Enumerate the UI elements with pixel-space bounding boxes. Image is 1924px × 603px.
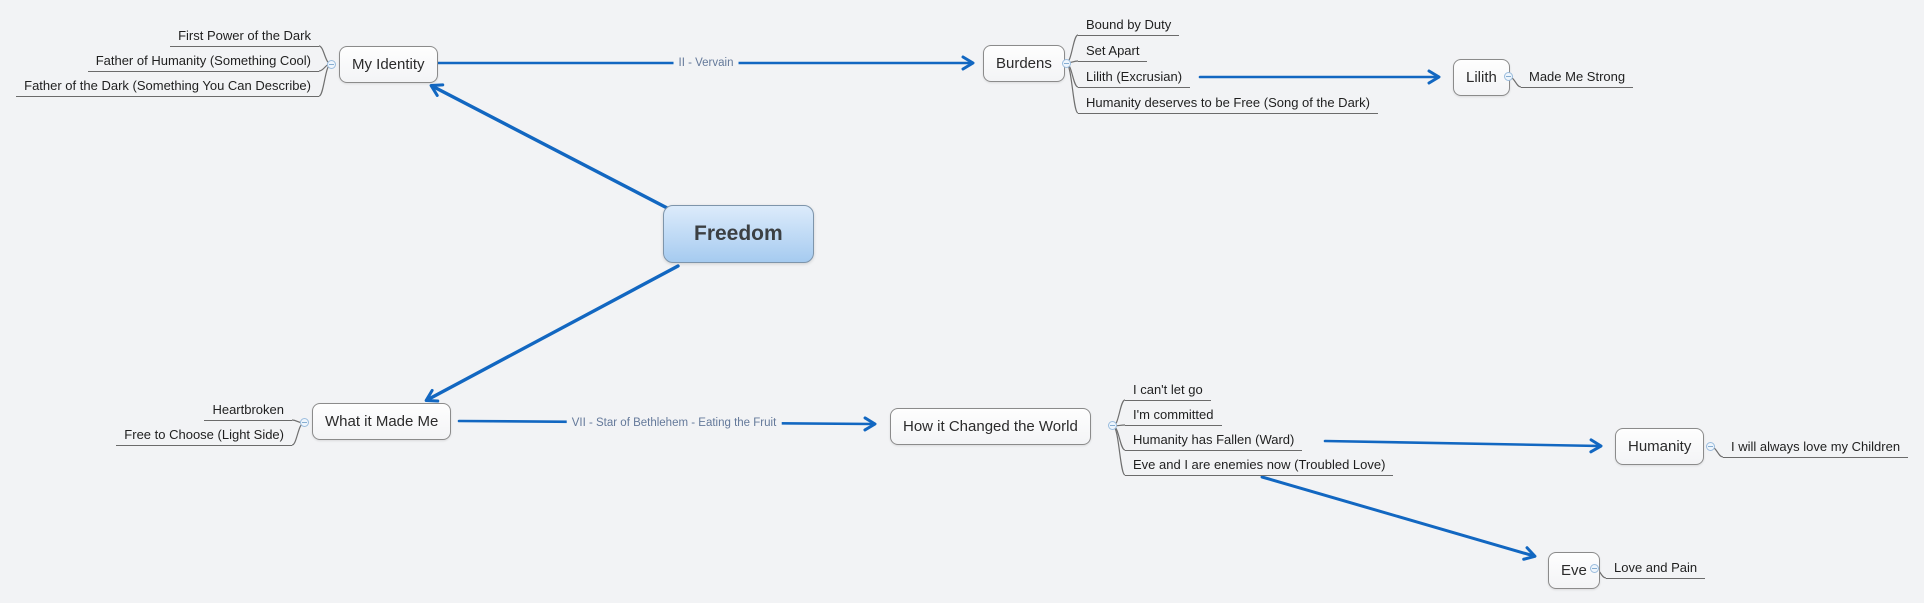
topic-my-identity[interactable]: My Identity (339, 46, 438, 83)
subtopic-made-me-strong[interactable]: Made Me Strong (1521, 67, 1634, 88)
subtopic-love-and-pain[interactable]: Love and Pain (1606, 558, 1706, 579)
collapse-handle-lilith[interactable] (1504, 72, 1513, 81)
subtopic-heartbroken[interactable]: Heartbroken (204, 400, 292, 421)
subtopic-im-committed[interactable]: I'm committed (1125, 405, 1222, 426)
topic-burdens[interactable]: Burdens (983, 45, 1065, 82)
subtopic-lilith-excrusian[interactable]: Lilith (Excrusian) (1078, 67, 1191, 88)
arrow-enemies-to-eve (1260, 475, 1537, 561)
collapse-handle-eve[interactable] (1590, 564, 1599, 573)
collapse-handle-what-it-made-me[interactable] (300, 418, 309, 427)
elbow-changed-child-4 (1112, 425, 1126, 476)
topic-humanity[interactable]: Humanity (1615, 428, 1705, 465)
subtopic-free-to-choose[interactable]: Free to Choose (Light Side) (116, 425, 292, 446)
subtopic-humanity-has-fallen[interactable]: Humanity has Fallen (Ward) (1125, 430, 1303, 451)
relationship-label-star-of-bethlehem[interactable]: VII - Star of Bethlehem - Eating the Fru… (566, 417, 782, 429)
elbow-burdens-child-4 (1065, 62, 1079, 114)
arrow-freedom-to-what-it-made-me (424, 264, 680, 403)
topic-how-it-changed-the-world[interactable]: How it Changed the World (890, 408, 1091, 445)
topic-what-it-made-me[interactable]: What it Made Me (312, 403, 452, 440)
subtopic-father-of-the-dark[interactable]: Father of the Dark (Something You Can De… (16, 76, 319, 97)
subtopic-set-apart[interactable]: Set Apart (1078, 41, 1148, 62)
collapse-handle-how-it-changed[interactable] (1108, 421, 1117, 430)
subtopic-love-my-children[interactable]: I will always love my Children (1723, 437, 1909, 458)
subtopic-father-of-humanity[interactable]: Father of Humanity (Something Cool) (87, 51, 319, 72)
subtopic-humanity-deserves-free[interactable]: Humanity deserves to be Free (Song of th… (1078, 93, 1378, 114)
arrow-freedom-to-my-identity (429, 83, 673, 212)
subtopic-bound-by-duty[interactable]: Bound by Duty (1078, 15, 1180, 36)
arrow-fallen-to-humanity (1323, 438, 1603, 454)
relationship-label-vervain[interactable]: II - Vervain (673, 57, 739, 69)
collapse-handle-burdens[interactable] (1062, 59, 1071, 68)
collapse-handle-humanity[interactable] (1706, 442, 1715, 451)
central-topic-freedom[interactable]: Freedom (663, 205, 814, 263)
collapse-handle-my-identity[interactable] (327, 60, 336, 69)
subtopic-i-cant-let-go[interactable]: I can't let go (1125, 380, 1211, 401)
subtopic-eve-enemies-now[interactable]: Eve and I are enemies now (Troubled Love… (1125, 455, 1394, 476)
subtopic-first-power-of-the-dark[interactable]: First Power of the Dark (170, 26, 319, 47)
topic-lilith[interactable]: Lilith (1453, 59, 1510, 96)
